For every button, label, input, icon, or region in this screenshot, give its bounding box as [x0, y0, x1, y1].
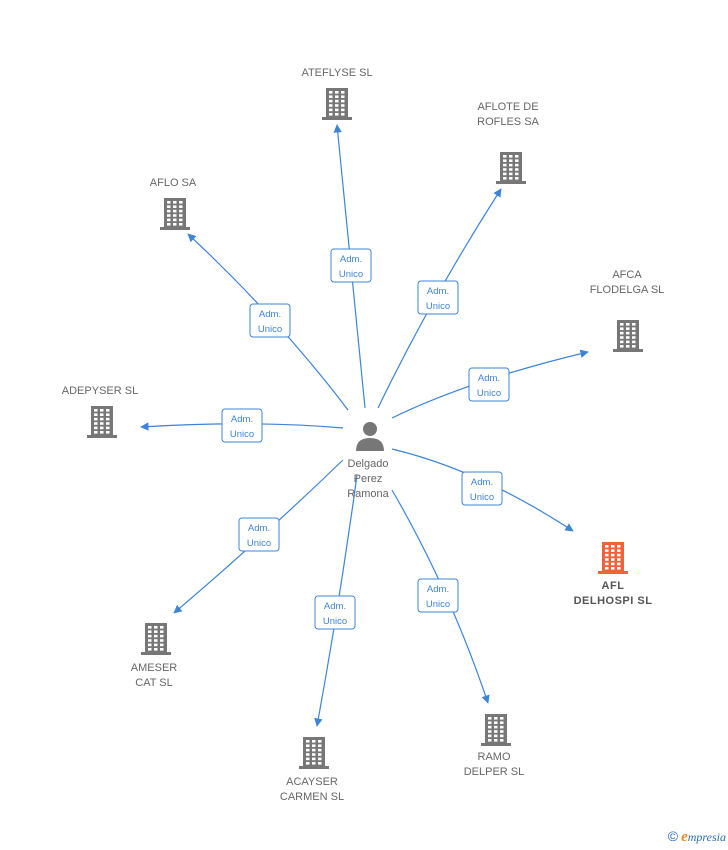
company-name-ramo: DELPER SL	[464, 766, 525, 778]
company-node-ameser[interactable]: AMESER CAT SL	[131, 623, 178, 689]
company-node-ramo[interactable]: RAMO DELPER SL	[464, 714, 525, 778]
relation-badge-acayser[interactable]: Adm. Unico	[314, 595, 356, 630]
relation-label: Unico	[477, 388, 501, 399]
relation-badge-afca[interactable]: Adm. Unico	[468, 367, 510, 402]
building-icon	[496, 152, 526, 184]
company-name-ateflyse: ATEFLYSE SL	[301, 67, 372, 79]
brand-initial: e	[681, 829, 688, 845]
person-icon	[356, 422, 384, 451]
relation-label: Unico	[230, 429, 254, 440]
relation-label: Unico	[426, 599, 450, 610]
company-name-afl: DELHOSPI SL	[574, 595, 653, 607]
relation-label: Adm.	[248, 523, 270, 534]
relation-badge-afl[interactable]: Adm. Unico	[461, 471, 503, 506]
company-node-aflo[interactable]: AFLO SA	[150, 177, 197, 230]
relation-badge-adepyser[interactable]: Adm. Unico	[221, 408, 263, 443]
relation-label: Adm.	[324, 601, 346, 612]
company-name-aflote: ROFLES SA	[477, 116, 539, 128]
building-icon	[598, 542, 628, 574]
relation-label: Unico	[470, 492, 494, 503]
building-icon	[160, 198, 190, 230]
company-name-aflote: AFLOTE DE	[477, 101, 538, 113]
relation-label: Adm.	[427, 584, 449, 595]
building-icon	[87, 406, 117, 438]
company-name-ameser: AMESER	[131, 662, 178, 674]
company-name-afl: AFL	[602, 580, 625, 592]
relation-label: Unico	[323, 616, 347, 627]
company-node-aflote[interactable]: AFLOTE DE ROFLES SA	[477, 101, 540, 184]
relation-badge-ameser[interactable]: Adm. Unico	[238, 517, 280, 552]
relation-label: Adm.	[231, 414, 253, 425]
relation-badge-ateflyse[interactable]: Adm. Unico	[330, 248, 372, 283]
company-name-ameser: CAT SL	[135, 677, 173, 689]
company-name-afca: AFCA	[612, 269, 642, 281]
relation-label: Adm.	[340, 254, 362, 265]
building-icon	[299, 737, 329, 769]
person-name: Perez	[354, 473, 383, 485]
relation-badge-aflo[interactable]: Adm. Unico	[249, 303, 291, 338]
relation-label: Unico	[258, 324, 282, 335]
brand-name: mpresia	[687, 830, 726, 844]
building-icon	[481, 714, 511, 746]
relation-label: Adm.	[427, 286, 449, 297]
company-name-acayser: CARMEN SL	[280, 791, 344, 803]
company-name-afca: FLODELGA SL	[590, 284, 665, 296]
relation-label: Adm.	[478, 373, 500, 384]
building-icon	[613, 320, 643, 352]
relation-label: Adm.	[471, 477, 493, 488]
relation-label: Unico	[339, 269, 363, 280]
relation-badge-ramo[interactable]: Adm. Unico	[417, 578, 459, 613]
company-name-adepyser: ADEPYSER SL	[62, 385, 138, 397]
company-node-acayser[interactable]: ACAYSER CARMEN SL	[280, 737, 344, 803]
person-name: Ramona	[347, 488, 389, 500]
copyright-symbol: ©	[667, 828, 679, 844]
company-name-aflo: AFLO SA	[150, 177, 197, 189]
company-node-afca[interactable]: AFCA FLODELGA SL	[590, 269, 665, 352]
building-icon	[141, 623, 171, 655]
relation-badge-aflote[interactable]: Adm. Unico	[417, 280, 459, 315]
relation-label: Unico	[426, 301, 450, 312]
company-node-afl[interactable]: AFL DELHOSPI SL	[574, 542, 653, 607]
company-node-adepyser[interactable]: ADEPYSER SL	[62, 385, 138, 438]
company-node-ateflyse[interactable]: ATEFLYSE SL	[301, 67, 373, 120]
company-name-ramo: RAMO	[478, 751, 511, 763]
relation-label: Unico	[247, 538, 271, 549]
relation-label: Adm.	[259, 309, 281, 320]
company-name-acayser: ACAYSER	[286, 776, 338, 788]
building-icon	[322, 88, 352, 120]
footer-brand: ©empresia	[668, 828, 726, 846]
person-name: Delgado	[348, 458, 389, 470]
